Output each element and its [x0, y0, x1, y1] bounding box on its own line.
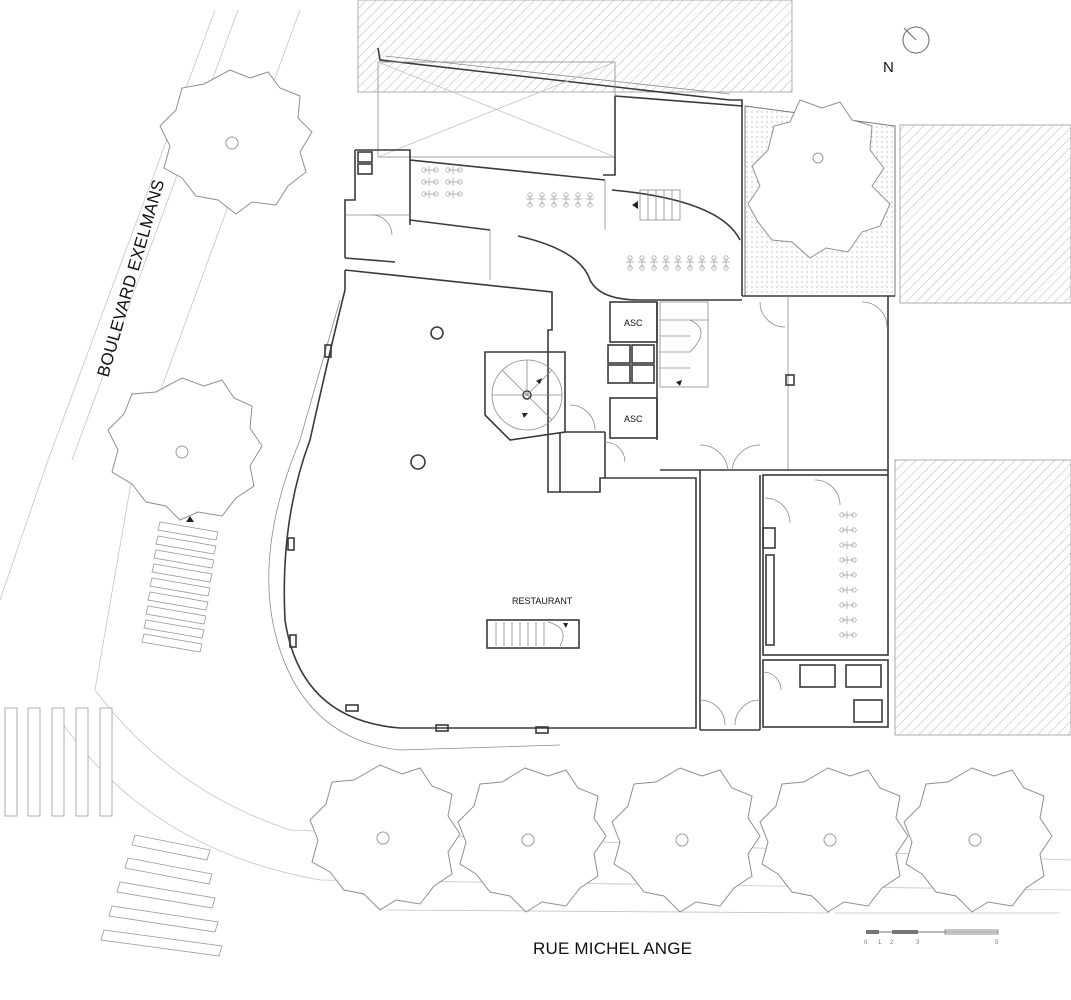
scale-tick-1: 1	[878, 940, 882, 946]
neighbour-building-east-bottom	[894, 459, 1071, 736]
crosswalk-corner	[4, 707, 113, 817]
street-label-boulevard: BOULEVARD EXELMANS	[94, 177, 169, 379]
tree	[457, 767, 607, 913]
scale-tick-3: 3	[916, 940, 920, 946]
street-label-rue: RUE MICHEL ANGE	[533, 939, 692, 958]
tree	[759, 767, 909, 913]
scale-tick-0: 0	[864, 940, 868, 946]
stair-north	[632, 189, 681, 221]
building-walls	[186, 47, 895, 734]
tree-courtyard	[747, 99, 891, 259]
scale-tick-2: 2	[890, 940, 894, 946]
tree	[903, 767, 1053, 913]
tree	[159, 69, 313, 215]
neighbour-buildings	[357, 0, 1071, 736]
stair-restaurant	[486, 619, 580, 649]
north-label: N	[883, 59, 894, 76]
crosswalk-boulevard	[141, 521, 219, 653]
north-arrow: N	[883, 26, 930, 76]
stair-core	[659, 301, 709, 388]
crosswalk-rue	[100, 834, 223, 957]
room-label-restaurant: RESTAURANT	[512, 596, 573, 606]
scale-bar: 0 1 2 3 5	[864, 929, 999, 946]
room-label-lift-lower: ASC	[624, 414, 643, 424]
spiral-stair	[484, 351, 566, 441]
tree	[611, 767, 761, 913]
tree	[107, 377, 263, 521]
scale-tick-5: 5	[995, 940, 999, 946]
street-trees	[107, 69, 1053, 913]
tree	[309, 764, 461, 911]
room-label-lift-upper: ASC	[624, 318, 643, 328]
neighbour-building-east-top	[899, 124, 1071, 304]
